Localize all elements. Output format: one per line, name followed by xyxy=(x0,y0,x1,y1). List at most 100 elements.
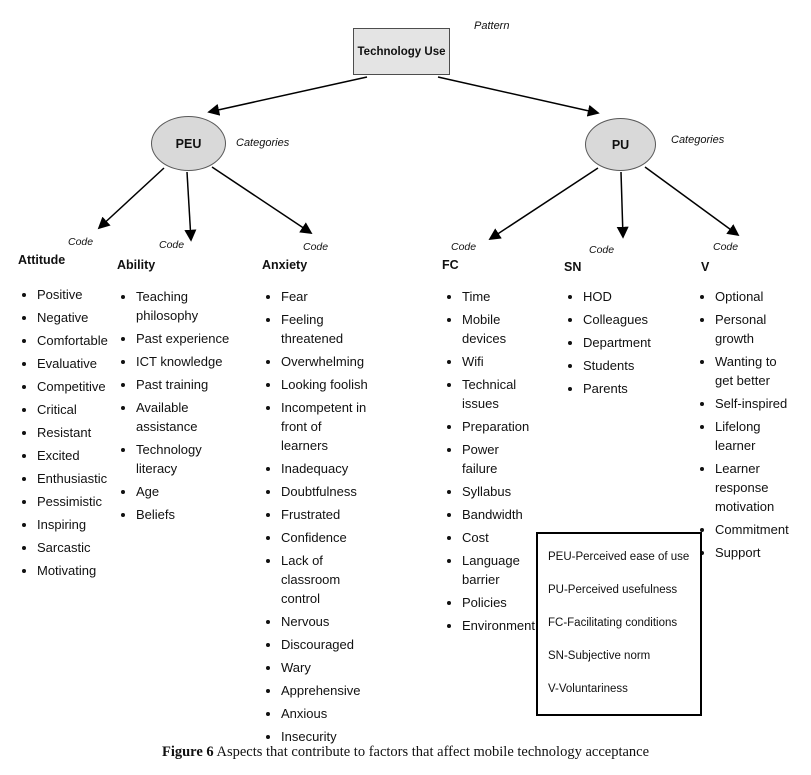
list-item: Comfortable xyxy=(37,331,122,350)
code-annotation-attitude: Code xyxy=(68,236,94,248)
list-item: Inadequacy xyxy=(281,459,370,478)
list-item: Discouraged xyxy=(281,635,370,654)
root-node-label: Technology Use xyxy=(357,45,446,58)
list-item: Pessimistic xyxy=(37,492,122,511)
list-item: Bandwidth xyxy=(462,505,531,524)
node-peu: PEU xyxy=(151,116,226,171)
list-item: Looking foolish xyxy=(281,375,370,394)
column-header-fc: FC xyxy=(442,258,459,272)
connector-peu-to-anxiety xyxy=(211,166,313,234)
v-items-list: OptionalPersonal growthWanting to get be… xyxy=(698,287,789,566)
list-item: Frustrated xyxy=(281,505,370,524)
list-item: Teaching philosophy xyxy=(136,287,239,325)
list-item: Anxious xyxy=(281,704,370,723)
list-item: Incompetent in front of learners xyxy=(281,398,370,455)
figure-caption-text: Aspects that contribute to factors that … xyxy=(216,744,650,760)
list-item: Past training xyxy=(136,375,239,394)
list-item: Negative xyxy=(37,308,122,327)
list-item: Age xyxy=(136,482,239,501)
list-item: FC-Facilitating conditions xyxy=(548,617,678,629)
list-item: Students xyxy=(583,356,670,375)
node-pu: PU xyxy=(585,118,656,171)
list-item: Technology literacy xyxy=(136,440,239,478)
sn-items-list: HODColleaguesDepartmentStudentsParents xyxy=(566,287,670,402)
list-item: Feeling threatened xyxy=(281,310,370,348)
categories-annotation-peu: Categories xyxy=(236,137,290,149)
list-item: Language barrier xyxy=(462,551,531,589)
list-item: Lifelong learner xyxy=(715,417,788,455)
list-item: Self-inspired xyxy=(715,394,788,413)
list-item: Commitment xyxy=(715,520,789,539)
code-annotation-fc: Code xyxy=(451,241,477,253)
list-item: Available assistance xyxy=(136,398,239,436)
connector-pu-to-sn xyxy=(616,171,629,239)
list-item: Wifi xyxy=(462,352,531,371)
list-item: Mobile devices xyxy=(462,310,531,348)
fc-items-list: TimeMobile devicesWifiTechnical issuesPr… xyxy=(445,287,535,639)
figure-caption: Figure 6 Aspects that contribute to fact… xyxy=(0,744,811,761)
figure-caption-label: Figure 6 xyxy=(161,744,214,760)
categories-annotation-pu: Categories xyxy=(671,134,725,146)
list-item: Policies xyxy=(462,593,531,612)
list-item: Lack of classroom control xyxy=(281,551,370,608)
list-item: Critical xyxy=(37,400,122,419)
node-peu-label: PEU xyxy=(175,136,202,151)
list-item: Sarcastic xyxy=(37,538,122,557)
list-item: Personal growth xyxy=(715,310,788,348)
column-header-attitude: Attitude xyxy=(18,253,66,267)
list-item: Nervous xyxy=(281,612,370,631)
list-item: SN-Subjective norm xyxy=(548,650,651,662)
column-header-anxiety: Anxiety xyxy=(262,258,308,272)
list-item: Optional xyxy=(715,287,788,306)
list-item: Beliefs xyxy=(136,505,239,524)
list-item: Enthusiastic xyxy=(37,469,122,488)
list-item: Environment xyxy=(462,616,535,635)
code-annotation-anxiety: Code xyxy=(303,241,329,253)
attitude-items-list: PositiveNegativeComfortableEvaluativeCom… xyxy=(20,285,122,584)
list-item: Technical issues xyxy=(462,375,531,413)
column-header-sn: SN xyxy=(564,260,582,274)
list-item: ICT knowledge xyxy=(136,352,239,371)
list-item: Syllabus xyxy=(462,482,531,501)
connector-root-to-peu xyxy=(207,76,368,116)
list-item: Wary xyxy=(281,658,370,677)
list-item: V-Voluntariness xyxy=(548,683,628,695)
connector-pu-to-fc xyxy=(488,167,599,240)
list-item: Excited xyxy=(37,446,122,465)
list-item: Support xyxy=(715,543,788,562)
code-annotation-sn: Code xyxy=(589,244,615,256)
anxiety-items-list: FearFeeling threatenedOverwhelmingLookin… xyxy=(264,287,370,750)
connector-pu-to-v xyxy=(644,166,740,237)
list-item: Learner response motivation xyxy=(715,459,788,516)
list-item: Department xyxy=(583,333,670,352)
ability-items-list: Teaching philosophyPast experienceICT kn… xyxy=(119,287,239,528)
code-annotation-v: Code xyxy=(713,241,739,253)
node-pu-label: PU xyxy=(611,137,630,152)
pattern-annotation: Pattern xyxy=(474,20,510,32)
list-item: Motivating xyxy=(37,561,122,580)
list-item: Positive xyxy=(37,285,122,304)
list-item: Preparation xyxy=(462,417,531,436)
list-item: Cost xyxy=(462,528,531,547)
list-item: Parents xyxy=(583,379,670,398)
list-item: Wanting to get better xyxy=(715,352,788,390)
list-item: Colleagues xyxy=(583,310,670,329)
list-item: Evaluative xyxy=(37,354,122,373)
list-item: Inspiring xyxy=(37,515,122,534)
column-header-ability: Ability xyxy=(117,258,156,272)
root-node-technology-use: Technology Use xyxy=(353,28,450,75)
list-item: Fear xyxy=(281,287,370,306)
list-item: Confidence xyxy=(281,528,370,547)
column-header-v: V xyxy=(701,260,710,274)
code-annotation-ability: Code xyxy=(159,239,185,251)
list-item: Resistant xyxy=(37,423,122,442)
connector-peu-to-attitude xyxy=(97,167,165,230)
list-item: PU-Perceived usefulness xyxy=(548,584,678,596)
list-item: Competitive xyxy=(37,377,122,396)
connector-peu-to-ability xyxy=(184,171,197,242)
list-item: Apprehensive xyxy=(281,681,370,700)
list-item: Power failure xyxy=(462,440,531,478)
